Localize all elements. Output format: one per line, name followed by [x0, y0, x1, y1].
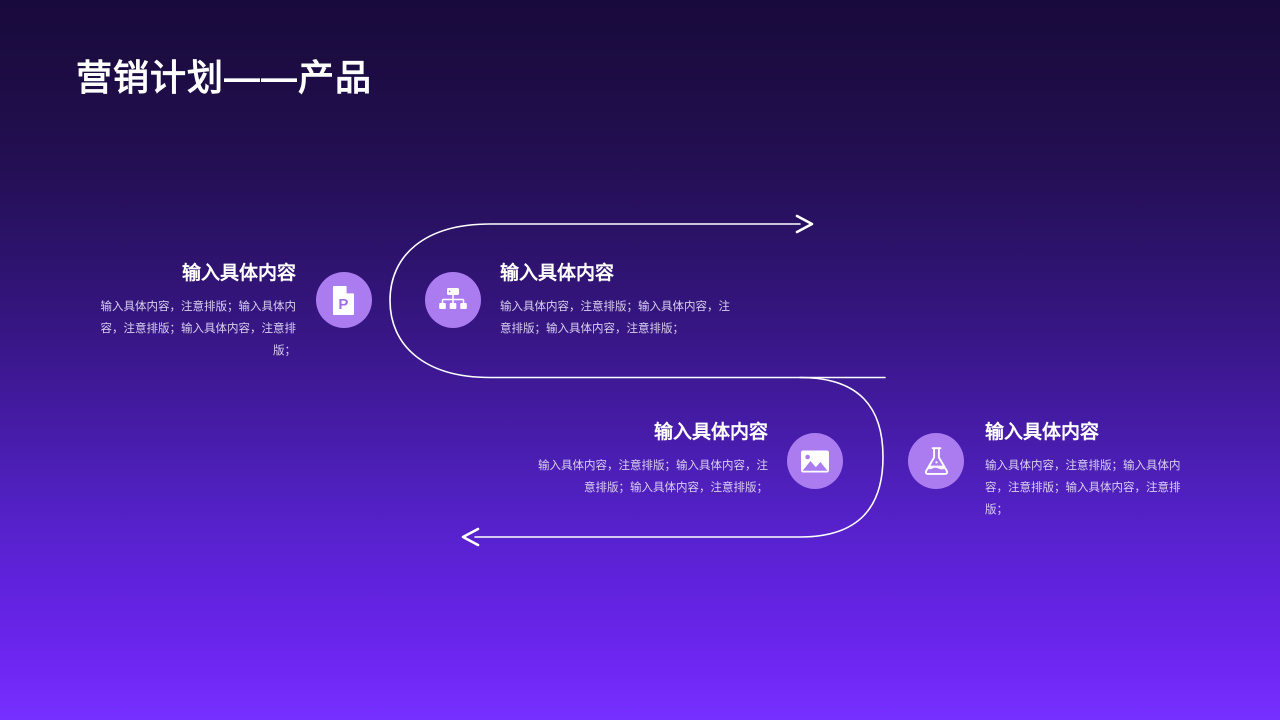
- item-text-4: 输入具体内容 输入具体内容，注意排版；输入具体内容，注意排版；输入具体内容，注意…: [985, 421, 1197, 521]
- page-title: 营销计划——产品: [76, 57, 373, 98]
- item-heading-2: 输入具体内容: [500, 263, 615, 284]
- item-body-3: 输入具体内容，注意排版；输入具体内容，注意排版；输入具体内容，注意排版；: [538, 459, 768, 494]
- svg-text:P: P: [338, 296, 348, 313]
- file-p-icon: P: [331, 285, 357, 315]
- item-text-2: 输入具体内容 输入具体内容，注意排版；输入具体内容，注意排版；输入具体内容，注意…: [500, 262, 736, 340]
- item-icon-2[interactable]: [425, 272, 481, 328]
- item-icon-1[interactable]: P: [316, 272, 372, 328]
- arrow-left-icon: [461, 527, 480, 547]
- arrow-right-icon: [795, 214, 814, 234]
- item-icon-4[interactable]: [908, 433, 964, 489]
- flask-icon: [923, 446, 950, 476]
- item-heading-4: 输入具体内容: [985, 422, 1100, 443]
- item-heading-3: 输入具体内容: [653, 422, 768, 443]
- item-icon-3[interactable]: [787, 433, 843, 489]
- item-body-4: 输入具体内容，注意排版；输入具体内容，注意排版；输入具体内容，注意排版；: [985, 459, 1181, 516]
- item-text-1: 输入具体内容 输入具体内容，注意排版；输入具体内容，注意排版；输入具体内容，注意…: [84, 262, 297, 362]
- image-icon: [800, 449, 830, 474]
- item-heading-1: 输入具体内容: [181, 263, 296, 284]
- sitemap-icon: [438, 287, 468, 313]
- item-body-2: 输入具体内容，注意排版；输入具体内容，注意排版；输入具体内容，注意排版；: [500, 300, 730, 335]
- item-text-3: 输入具体内容 输入具体内容，注意排版；输入具体内容，注意排版；输入具体内容，注意…: [528, 421, 768, 499]
- item-body-1: 输入具体内容，注意排版；输入具体内容，注意排版；输入具体内容，注意排版；: [100, 300, 297, 357]
